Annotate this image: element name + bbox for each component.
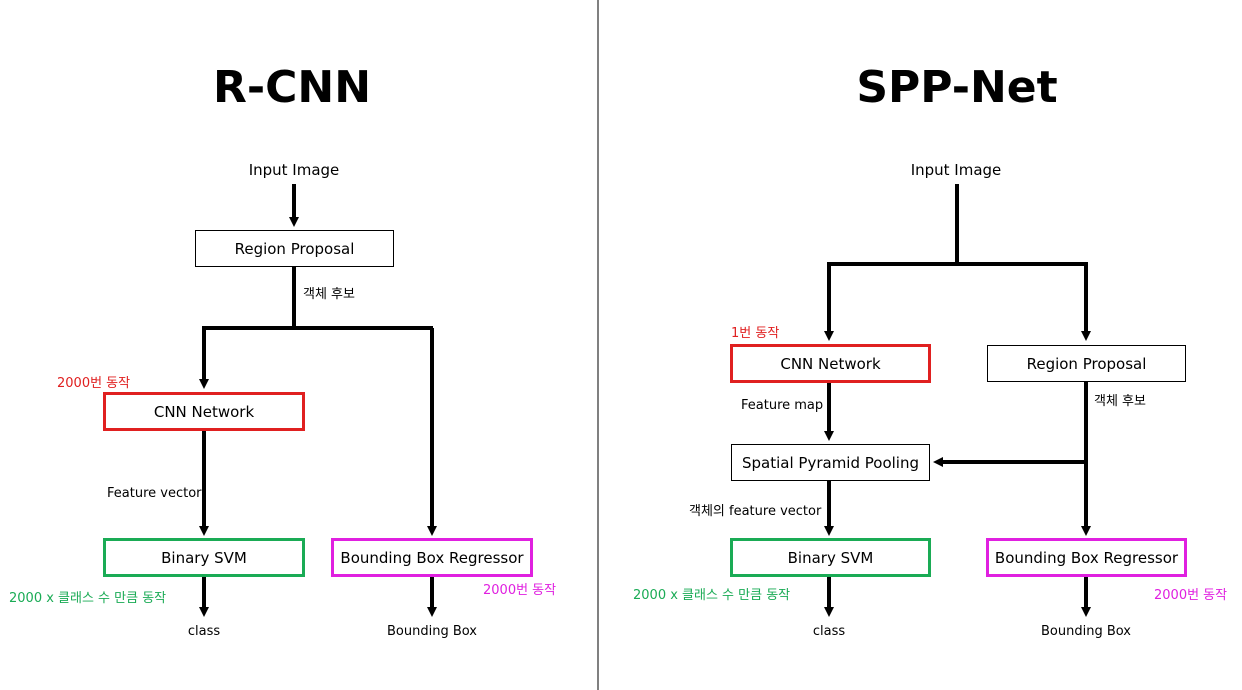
spp-title: SPP-Net	[856, 62, 1058, 113]
rcnn-title: R-CNN	[212, 62, 372, 113]
rcnn-candidates-label: 객체 후보	[303, 287, 355, 302]
spp-object-feature-vector-label: 객체의 feature vector	[689, 504, 822, 519]
spp-region-proposal-label: Region Proposal	[1026, 354, 1147, 373]
spp-class-output: class	[812, 624, 846, 639]
rcnn-svm-box: Binary SVM	[103, 538, 305, 577]
spp-svm-label: Binary SVM	[787, 548, 874, 567]
spp-svm-box: Binary SVM	[730, 538, 931, 577]
spp-pooling-label: Spatial Pyramid Pooling	[742, 453, 919, 472]
rcnn-svm-note: 2000 x 클래스 수 만큼 동작	[9, 591, 167, 606]
rcnn-input-label: Input Image	[248, 161, 340, 179]
spp-bbox-note: 2000번 동작	[1154, 588, 1228, 603]
rcnn-class-output: class	[187, 624, 221, 639]
spp-region-proposal-box: Region Proposal	[987, 345, 1186, 382]
spp-bbox-label: Bounding Box Regressor	[994, 548, 1179, 567]
spp-cnn-box: CNN Network	[730, 344, 931, 383]
rcnn-svm-label: Binary SVM	[161, 548, 247, 567]
rcnn-bbox-output: Bounding Box	[386, 624, 477, 639]
rcnn-cnn-label: CNN Network	[153, 402, 255, 421]
rcnn-cnn-box: CNN Network	[103, 392, 305, 431]
spp-bbox-output: Bounding Box	[1040, 624, 1131, 639]
spp-svm-note: 2000 x 클래스 수 만큼 동작	[633, 588, 791, 603]
rcnn-cnn-note: 2000번 동작	[57, 376, 131, 391]
rcnn-bbox-note: 2000번 동작	[483, 583, 557, 598]
spp-feature-map-label: Feature map	[741, 398, 824, 413]
rcnn-region-proposal-label: Region Proposal	[234, 239, 355, 258]
spp-cnn-label: CNN Network	[780, 354, 881, 373]
spp-cnn-note: 1번 동작	[731, 326, 780, 341]
spp-input-label: Input Image	[910, 161, 1002, 179]
rcnn-bbox-label: Bounding Box Regressor	[340, 548, 524, 567]
spp-candidates-label: 객체 후보	[1094, 394, 1146, 409]
rcnn-feature-vector-label: Feature vector	[107, 486, 202, 501]
spp-bbox-box: Bounding Box Regressor	[986, 538, 1187, 577]
rcnn-bbox-box: Bounding Box Regressor	[331, 538, 533, 577]
spp-pooling-box: Spatial Pyramid Pooling	[731, 444, 930, 481]
rcnn-region-proposal-box: Region Proposal	[195, 230, 394, 267]
